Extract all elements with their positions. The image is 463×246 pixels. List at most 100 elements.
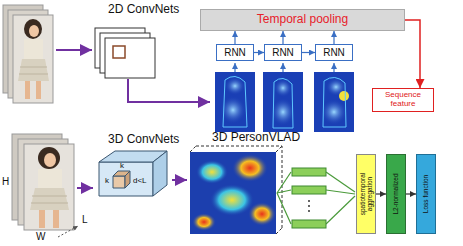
cluster-bars [277, 172, 291, 193]
heatmaps [273, 78, 293, 128]
cluster-bars [308, 210, 310, 212]
feed-arrows [282, 63, 283, 72]
cube-outline [95, 146, 170, 198]
clip-frames [38, 169, 62, 188]
heatmaps [339, 91, 349, 101]
volume-heatmap [190, 146, 282, 234]
volume-heatmap [190, 152, 276, 234]
clip-frames [30, 188, 69, 210]
feed-arrows [235, 63, 334, 72]
cluster-bars [277, 190, 291, 193]
volume-heatmap [248, 202, 276, 226]
clip-frames [12, 134, 74, 230]
clip-frames [44, 153, 56, 167]
cluster-bars [292, 186, 326, 194]
depth-axis [58, 226, 78, 237]
volume-heatmap [276, 228, 282, 234]
connector [302, 52, 315, 53]
photo-frames [29, 25, 39, 37]
heatmaps [263, 72, 303, 132]
cube-face [125, 171, 130, 188]
cluster-bars [292, 168, 326, 176]
cluster-bars [277, 172, 355, 224]
stage-title: 2D ConvNets [108, 2, 179, 16]
heatmaps [215, 72, 255, 132]
node-text: k [105, 177, 109, 185]
clip-frames [32, 196, 67, 197]
heatmaps [215, 72, 354, 132]
conv-cube: kkd<L [95, 146, 170, 198]
photo-frames [24, 19, 42, 39]
rnn-box: RNN [315, 44, 353, 61]
output-box: Sequence feature [372, 88, 434, 112]
axis-label: H [2, 176, 9, 187]
connector [254, 52, 264, 53]
stage-title: 3D PersonVLAD [212, 130, 300, 144]
node-text: k [120, 162, 124, 170]
flow-arrow [128, 79, 210, 102]
norm-bar: L2-normalized [386, 154, 406, 234]
photo-frames [24, 39, 43, 59]
heatmaps [215, 72, 255, 132]
volume-heatmap [190, 146, 196, 152]
photo-frames [3, 5, 53, 103]
volume-heatmap [192, 213, 216, 231]
clip-frames [38, 147, 60, 169]
clip-frames [24, 144, 74, 230]
connector [405, 20, 420, 88]
rnn-box: RNN [264, 44, 302, 61]
cluster-bars [292, 220, 326, 228]
rnn-box: RNN [216, 44, 254, 61]
clip-frames [24, 144, 74, 230]
loss-bar: Loss function [416, 154, 436, 234]
photo-frames [13, 15, 53, 103]
photo-frames [13, 15, 53, 103]
photo-frames [36, 81, 41, 99]
clip-frames [53, 210, 59, 228]
feature-maps [105, 38, 155, 78]
flow-arrow [172, 179, 187, 181]
node-text: RNN [320, 47, 348, 58]
heatmaps [321, 99, 347, 125]
heatmaps [271, 98, 295, 126]
cluster-bars [277, 168, 355, 228]
heatmaps [223, 76, 247, 127]
node-text: Loss function [422, 157, 429, 231]
cluster-bars [326, 172, 355, 192]
cube-face [99, 162, 153, 196]
volume-heatmap [196, 160, 228, 184]
cluster-bars [277, 193, 291, 224]
node-text: spatiotemporal aggregation [359, 157, 373, 231]
heatmaps [323, 77, 346, 127]
axis-label: L [82, 214, 88, 225]
heatmaps [314, 72, 354, 132]
heatmaps [263, 72, 303, 132]
node-text: Temporal pooling [254, 13, 351, 26]
node-text: Sequence feature [373, 91, 433, 109]
stage-title: 3D ConvNets [108, 132, 179, 146]
node-text: L2-normalized [392, 157, 399, 231]
photo-frames [18, 59, 49, 81]
feature-maps [113, 46, 125, 58]
cube-face [113, 176, 125, 188]
axis-label: W [36, 231, 45, 242]
connector [406, 193, 416, 194]
volume-heatmap [210, 184, 254, 216]
cluster-bars [308, 205, 310, 207]
heatmaps [314, 72, 354, 132]
clip-frames [31, 203, 68, 204]
photo-frames [19, 74, 48, 75]
cluster-bars [308, 200, 310, 202]
connector [376, 193, 386, 194]
feature-maps [95, 28, 155, 78]
cluster-bars [326, 196, 355, 224]
clip-frames [39, 210, 45, 228]
photo-frames [25, 81, 30, 99]
connector [282, 31, 283, 44]
volume-heatmap [276, 146, 282, 152]
node-text: RNN [221, 47, 249, 58]
volume-heatmap [232, 154, 268, 182]
cluster-bars [326, 190, 355, 194]
feed-arrows [333, 63, 334, 72]
